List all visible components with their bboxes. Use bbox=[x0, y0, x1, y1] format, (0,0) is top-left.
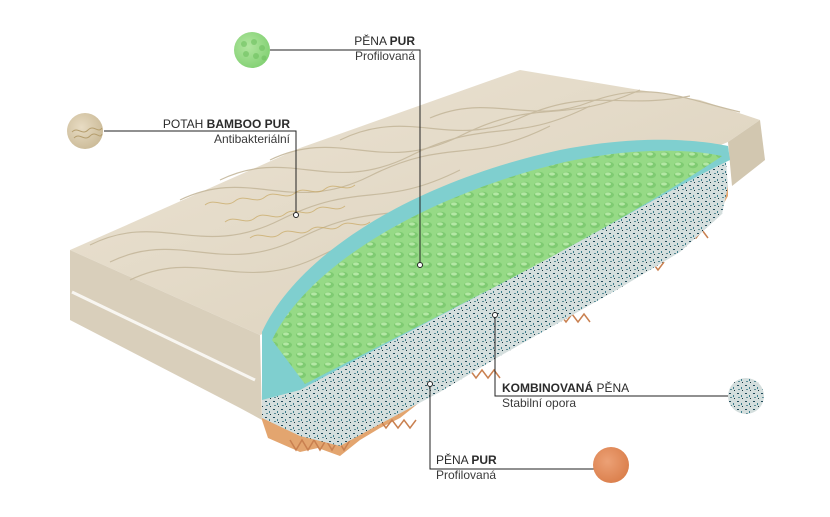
callout-subtitle: Antibakteriální bbox=[213, 132, 290, 146]
callout-title: POTAH BAMBOO PUR bbox=[162, 117, 290, 131]
callout-subtitle: Stabilní opora bbox=[502, 396, 577, 410]
embroidery-pattern bbox=[204, 184, 371, 239]
cover-front-side bbox=[70, 250, 262, 420]
callout-combo-foam: KOMBINOVANÁ PĚNA Stabilní opora bbox=[502, 381, 629, 411]
callout-title: KOMBINOVANÁ PĚNA bbox=[502, 381, 630, 395]
cover-swatch bbox=[67, 113, 103, 149]
orange-foam-swatch bbox=[593, 447, 629, 483]
leader-lines bbox=[104, 49, 740, 470]
combo-foam-swatch bbox=[728, 378, 764, 414]
callout-title: PĚNA PUR bbox=[354, 34, 415, 48]
leader-dots bbox=[293, 212, 498, 387]
orange-foam-teeth bbox=[289, 228, 709, 452]
combo-foam-layer bbox=[262, 162, 728, 446]
callout-subtitle: Profilovaná bbox=[436, 468, 497, 482]
cover-swatch-texture bbox=[71, 127, 103, 139]
callout-top-foam: PĚNA PUR Profilovaná bbox=[270, 34, 415, 64]
cover-right-end bbox=[728, 120, 765, 186]
green-foam-swatch bbox=[234, 32, 270, 68]
callout-cover: POTAH BAMBOO PUR Antibakteriální bbox=[120, 117, 290, 147]
callout-bottom-foam: PĚNA PUR Profilovaná bbox=[436, 453, 497, 483]
cover-seam bbox=[71, 290, 256, 382]
callout-subtitle: Profilovaná bbox=[354, 49, 415, 63]
green-foam-layer bbox=[272, 150, 722, 384]
green-swatch-texture bbox=[241, 39, 267, 61]
callout-title: PĚNA PUR bbox=[436, 453, 497, 467]
